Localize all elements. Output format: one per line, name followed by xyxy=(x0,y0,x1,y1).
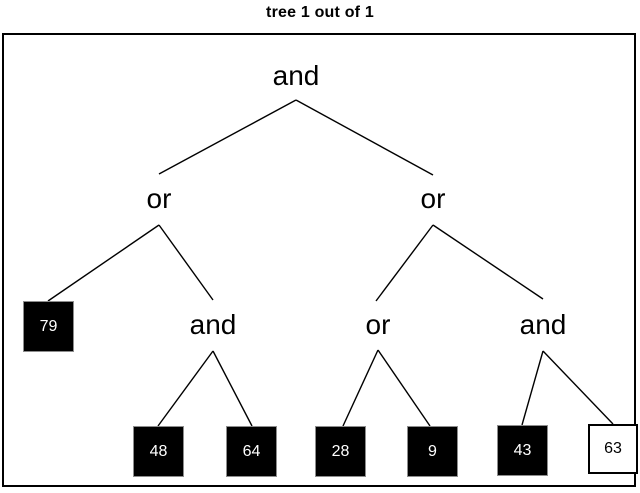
leaf-value: 79 xyxy=(39,317,58,335)
plot-title: tree 1 out of 1 xyxy=(266,4,374,21)
node-left-inner-and: and xyxy=(189,309,237,340)
leaf-value: 43 xyxy=(513,441,532,459)
leaf-box-64: 64 xyxy=(226,426,277,477)
leaf-box-79: 79 xyxy=(23,301,74,352)
node-right-inner-or: or xyxy=(365,309,391,340)
leaf-value: 9 xyxy=(428,442,437,460)
plot-frame xyxy=(2,33,636,487)
leaf-box-63-open: 63 xyxy=(588,424,638,474)
leaf-value: 28 xyxy=(331,442,350,460)
node-right-inner-and: and xyxy=(519,309,567,340)
leaf-box-48: 48 xyxy=(133,426,184,477)
node-root-and: and xyxy=(272,60,320,91)
node-right-or: or xyxy=(420,183,446,214)
leaf-value: 48 xyxy=(149,442,168,460)
leaf-value: 63 xyxy=(604,440,622,457)
leaf-box-28: 28 xyxy=(315,426,366,477)
leaf-value: 64 xyxy=(242,442,261,460)
leaf-box-43: 43 xyxy=(497,425,548,476)
node-left-or: or xyxy=(146,183,172,214)
leaf-box-9: 9 xyxy=(407,426,458,477)
